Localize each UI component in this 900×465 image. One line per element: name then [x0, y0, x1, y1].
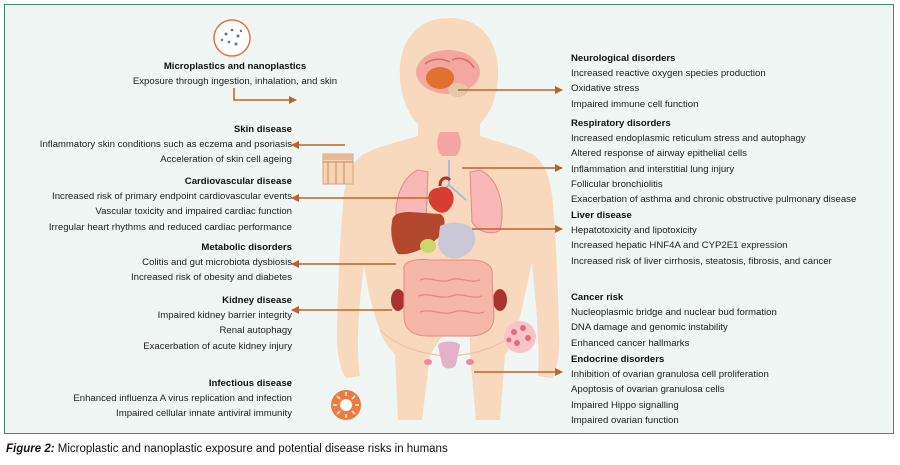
- virus-icon: [331, 390, 361, 420]
- block-line: Enhanced cancer hallmarks: [571, 337, 690, 349]
- block-line: Enhanced influenza A virus replication a…: [73, 393, 292, 405]
- cancer-risk-block: Cancer risk Nucleoplasmic bridge and nuc…: [571, 290, 889, 351]
- exposure-line: Exposure through ingestion, inhalation, …: [132, 76, 338, 88]
- block-line: Hepatotoxicity and lipotoxicity: [571, 225, 697, 237]
- caption-label: Figure 2:: [6, 443, 55, 455]
- thyroid-icon: [437, 132, 461, 156]
- stomach-icon: [420, 222, 476, 259]
- block-line: Nucleoplasmic bridge and nuclear bud for…: [571, 307, 777, 319]
- block-title: Infectious disease: [208, 378, 292, 389]
- block-title: Skin disease: [233, 124, 292, 135]
- block-line: Colitis and gut microbiota dysbiosis: [142, 257, 292, 269]
- uterus-ovaries-icon: [424, 341, 474, 369]
- infectious-disease-block: Infectious disease Enhanced influenza A …: [0, 376, 292, 422]
- block-title: Cardiovascular disease: [184, 176, 292, 187]
- block-line: Inflammation and interstitial lung injur…: [571, 163, 735, 175]
- block-title: Endocrine disorders: [571, 354, 665, 365]
- brain-icon: [416, 50, 480, 97]
- block-line: Impaired Hippo signalling: [571, 399, 679, 411]
- block-line: Exacerbation of acute kidney injury: [143, 340, 292, 352]
- block-title: Liver disease: [571, 210, 632, 221]
- block-title: Cancer risk: [571, 292, 624, 303]
- block-title: Kidney disease: [222, 295, 292, 306]
- block-line: Impaired kidney barrier integrity: [157, 310, 292, 322]
- block-line: DNA damage and genomic instability: [571, 322, 728, 334]
- neurological-disorders-block: Neurological disorders Increased reactiv…: [571, 51, 889, 112]
- figure-caption: Figure 2: Microplastic and nanoplastic e…: [6, 443, 448, 455]
- block-line: Altered response of airway epithelial ce…: [571, 148, 747, 160]
- cardiovascular-disease-block: Cardiovascular disease Increased risk of…: [0, 174, 292, 235]
- exposure-arrow: [233, 88, 297, 104]
- metabolic-disorders-block: Metabolic disorders Colitis and gut micr…: [0, 240, 292, 286]
- microplastics-particles-icon: [213, 19, 251, 57]
- block-line: Follicular bronchiolitis: [571, 178, 663, 190]
- endocrine-disorders-block: Endocrine disorders Inhibition of ovaria…: [571, 352, 889, 428]
- liver-disease-block: Liver disease Hepatotoxicity and lipotox…: [571, 208, 889, 269]
- block-title: Respiratory disorders: [571, 118, 671, 129]
- block-line: Increased hepatic HNF4A and CYP2E1 expre…: [571, 240, 788, 252]
- block-line: Renal autophagy: [219, 325, 292, 337]
- block-line: Impaired ovarian function: [571, 414, 679, 426]
- kidneys-icon: [391, 289, 507, 311]
- heart-icon: [428, 176, 454, 213]
- skin-section-icon: [322, 153, 354, 185]
- intestines-icon: [403, 259, 495, 337]
- block-line: Impaired cellular innate antiviral immun…: [116, 408, 292, 420]
- block-line: Exacerbation of asthma and chronic obstr…: [571, 194, 857, 206]
- block-title: Metabolic disorders: [201, 242, 292, 253]
- block-line: Inhibition of ovarian granulosa cell pro…: [571, 369, 769, 381]
- block-line: Impaired immune cell function: [571, 98, 699, 110]
- block-title: Neurological disorders: [571, 53, 676, 64]
- block-line: Increased risk of obesity and diabetes: [130, 272, 292, 284]
- block-line: Irregular heart rhythms and reduced card…: [48, 221, 292, 233]
- block-line: Oxidative stress: [571, 83, 640, 95]
- block-line: Increased risk of liver cirrhosis, steat…: [571, 255, 832, 267]
- block-line: Vascular toxicity and impaired cardiac f…: [95, 206, 292, 218]
- liver-icon: [391, 212, 445, 255]
- exposure-title: Microplastics and nanoplastics: [163, 61, 307, 72]
- block-line: Apoptosis of ovarian granulosa cells: [571, 384, 725, 396]
- respiratory-disorders-block: Respiratory disorders Increased endoplas…: [571, 116, 889, 207]
- skin-disease-block: Skin disease Inflammatory skin condition…: [0, 122, 292, 168]
- block-line: Increased endoplasmic reticulum stress a…: [571, 133, 806, 145]
- block-line: Increased risk of primary endpoint cardi…: [52, 191, 292, 203]
- block-line: Increased reactive oxygen species produc…: [571, 68, 766, 80]
- exposure-block: Microplastics and nanoplastics Exposure …: [110, 59, 360, 89]
- cancer-cells-icon: [504, 321, 536, 353]
- block-line: Acceleration of skin cell ageing: [160, 154, 292, 166]
- arrows: [233, 86, 563, 376]
- kidney-disease-block: Kidney disease Impaired kidney barrier i…: [0, 293, 292, 354]
- caption-text: Microplastic and nanoplastic exposure an…: [54, 443, 448, 455]
- block-line: Inflammatory skin conditions such as ecz…: [39, 139, 292, 151]
